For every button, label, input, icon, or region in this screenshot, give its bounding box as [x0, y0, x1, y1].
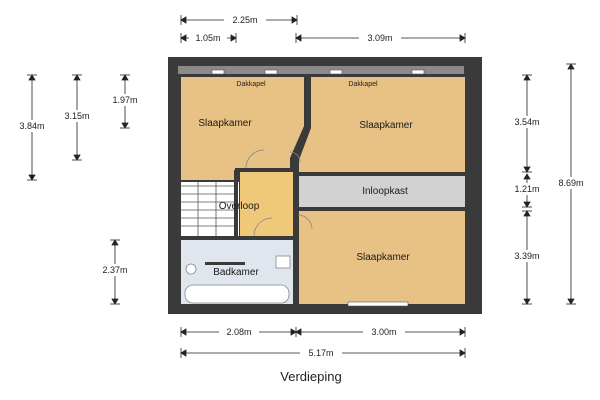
dim-left-bottom: 2.37m: [102, 265, 127, 275]
room-label-bedroom-bottom: Slaapkamer: [356, 252, 410, 263]
room-label-walk-in-closet: Inloopkast: [362, 186, 408, 197]
bathtub: [184, 284, 290, 304]
stairs-area: [181, 182, 239, 236]
dormer-label-right: Dakkapel: [348, 81, 378, 88]
room-label-bedroom-top-left: Slaapkamer: [198, 118, 252, 129]
dimension-labels: 2.25m 1.05m 3.09m 3.84m 3.15m 1.97m 2.37…: [14, 14, 589, 359]
dim-left-middle: 3.15m: [64, 111, 89, 121]
dim-right-middle: 1.21m: [514, 184, 539, 194]
dim-right-overall: 8.69m: [558, 178, 583, 188]
dim-bottom-overall: 5.17m: [308, 348, 333, 358]
dim-bottom-right: 3.00m: [371, 327, 396, 337]
toilet: [185, 263, 197, 275]
room-label-bathroom: Badkamer: [213, 267, 259, 278]
room-label-landing: Overloop: [219, 201, 260, 212]
landing-floor: [240, 172, 293, 236]
dim-right-top: 3.54m: [514, 117, 539, 127]
dim-bottom-left: 2.08m: [226, 327, 251, 337]
dim-top-left: 1.05m: [195, 33, 220, 43]
interior-walls: [181, 74, 465, 306]
bedroom-top-left-floor: [181, 77, 304, 180]
room-label-bedroom-top-right: Slaapkamer: [359, 120, 413, 131]
sink: [275, 255, 291, 269]
floor-title: Verdieping: [280, 369, 341, 384]
dim-left-outer: 3.84m: [19, 121, 44, 131]
dormer-label-left: Dakkapel: [236, 81, 266, 88]
walk-in-closet-floor: [299, 176, 465, 207]
door-swings: [245, 149, 313, 237]
dim-top-overall: 2.25m: [232, 15, 257, 25]
dimension-lines: [27, 15, 576, 358]
dim-left-inner: 1.97m: [112, 95, 137, 105]
shower-rail: [205, 262, 245, 265]
dormer-band: [178, 66, 464, 74]
windows: [211, 69, 425, 307]
stair-treads: [181, 182, 238, 236]
bedroom-top-right-floor: [299, 77, 465, 172]
dim-right-bottom: 3.39m: [514, 251, 539, 261]
bedroom-bottom-floor: [299, 211, 465, 304]
dim-top-right: 3.09m: [367, 33, 392, 43]
